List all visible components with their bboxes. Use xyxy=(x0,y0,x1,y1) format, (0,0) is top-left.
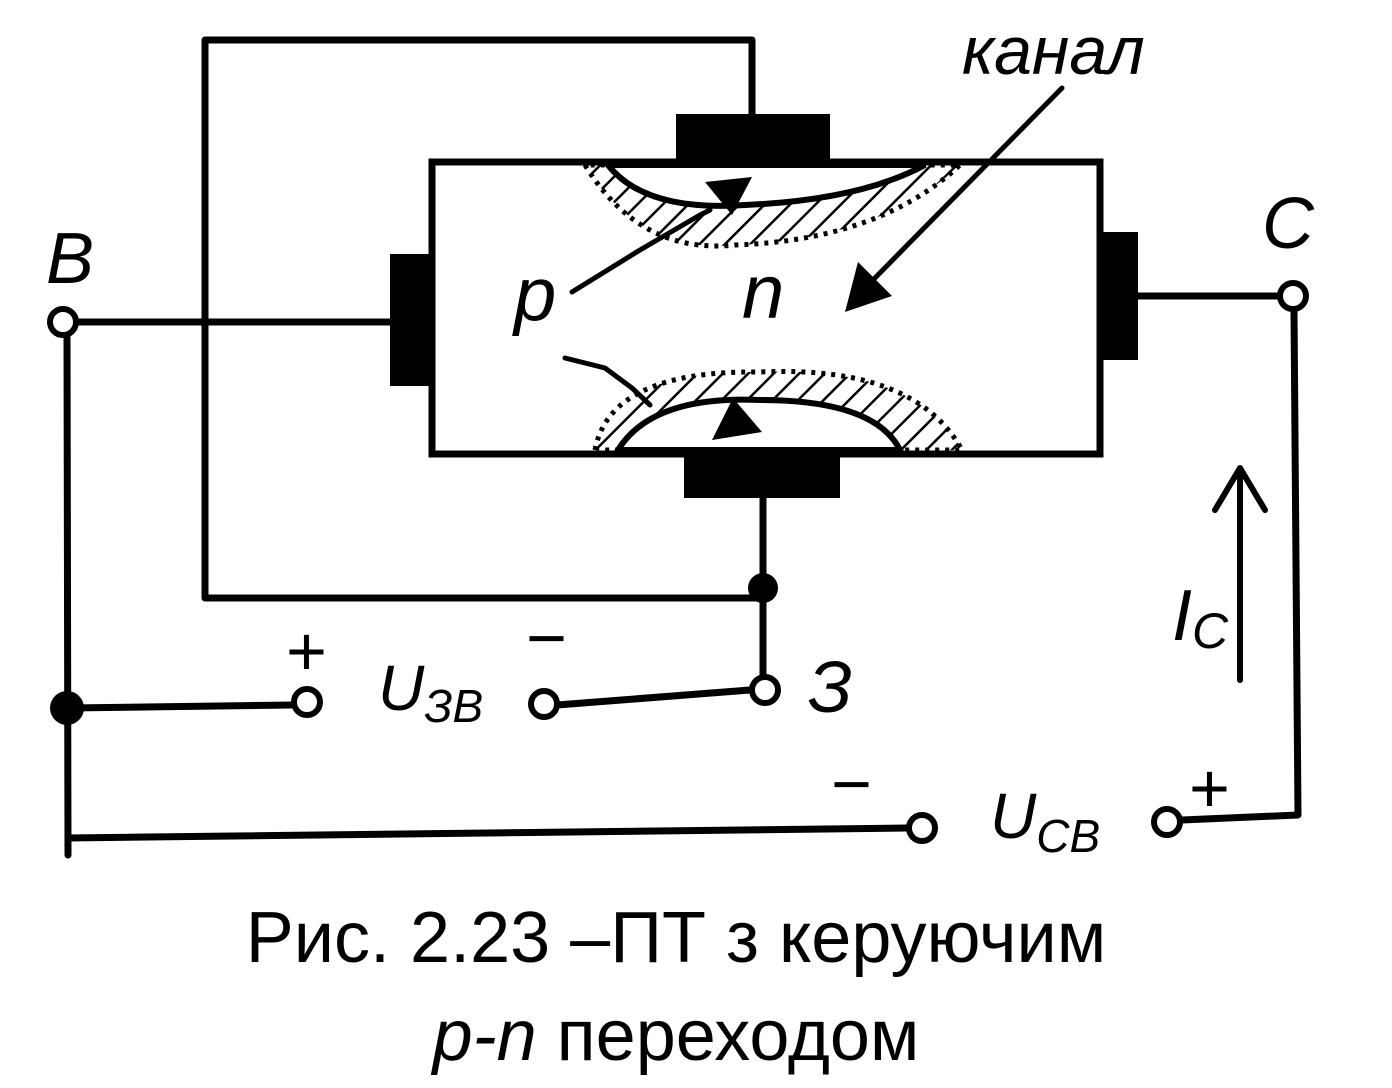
caption-rest: переходом xyxy=(537,996,920,1076)
ugs-label-sub: ЗВ xyxy=(424,680,483,732)
gate-contact-bottom xyxy=(684,454,840,498)
source-to-uds-minus-wire xyxy=(64,824,912,842)
caption-line-1: Рис. 2.23 –ПТ з керуючим xyxy=(246,898,1106,978)
ugs-label: UЗВ xyxy=(378,652,483,732)
source-contact xyxy=(390,254,432,386)
caption-line-2: p-n переходом xyxy=(431,996,920,1076)
bottom-p-region xyxy=(612,396,905,453)
gate-top-wire xyxy=(201,36,767,602)
p-leader-line-lower xyxy=(562,355,653,408)
uds-plus-sign: + xyxy=(1188,749,1229,827)
current-label-sub: С xyxy=(1192,603,1229,659)
drain-contact xyxy=(1100,232,1138,360)
uds-label-main: U xyxy=(990,780,1037,852)
ugs-minus-sign: − xyxy=(525,599,566,677)
drain-to-uds-plus-wire xyxy=(1178,308,1302,824)
source-to-ugs-plus-wire xyxy=(64,701,296,712)
uds-minus-sign: − xyxy=(830,745,871,823)
current-label-main: I xyxy=(1172,576,1192,656)
bottom-region-arrow xyxy=(712,398,762,440)
uds-label: UСВ xyxy=(990,780,1100,862)
gate-junction-dot xyxy=(748,573,778,603)
top-p-region xyxy=(601,162,927,209)
drain-label: С xyxy=(1262,184,1315,264)
uds-label-sub: СВ xyxy=(1036,810,1100,862)
ugs-label-main: U xyxy=(378,652,425,724)
source-terminal[interactable] xyxy=(47,306,79,338)
channel-label: канал xyxy=(962,13,1145,89)
source-junction-dot xyxy=(50,691,84,725)
caption-pn: p-n xyxy=(431,996,537,1076)
drain-terminal[interactable] xyxy=(1277,280,1309,312)
p-leader-line xyxy=(569,207,713,295)
ugs-minus-terminal[interactable] xyxy=(528,688,560,720)
source-label: В xyxy=(46,219,94,299)
current-arrow-head xyxy=(1212,465,1268,513)
gate-terminal[interactable] xyxy=(749,674,781,706)
channel-leader-line xyxy=(865,85,1065,288)
uds-minus-terminal[interactable] xyxy=(906,812,938,844)
p-region-label: p xyxy=(512,252,556,337)
uds-plus-terminal[interactable] xyxy=(1151,806,1183,838)
ugs-plus-sign: + xyxy=(285,612,326,690)
channel-arrow-head xyxy=(845,262,892,312)
source-down-wire xyxy=(63,331,72,859)
gate-label: З xyxy=(808,648,852,728)
current-label: IС xyxy=(1172,576,1229,659)
gate-contact-top xyxy=(676,114,830,162)
ugs-plus-terminal[interactable] xyxy=(291,686,323,718)
n-region-label: n xyxy=(742,250,784,335)
top-region-arrow xyxy=(705,177,752,215)
ugs-minus-to-gate-wire xyxy=(553,686,754,709)
